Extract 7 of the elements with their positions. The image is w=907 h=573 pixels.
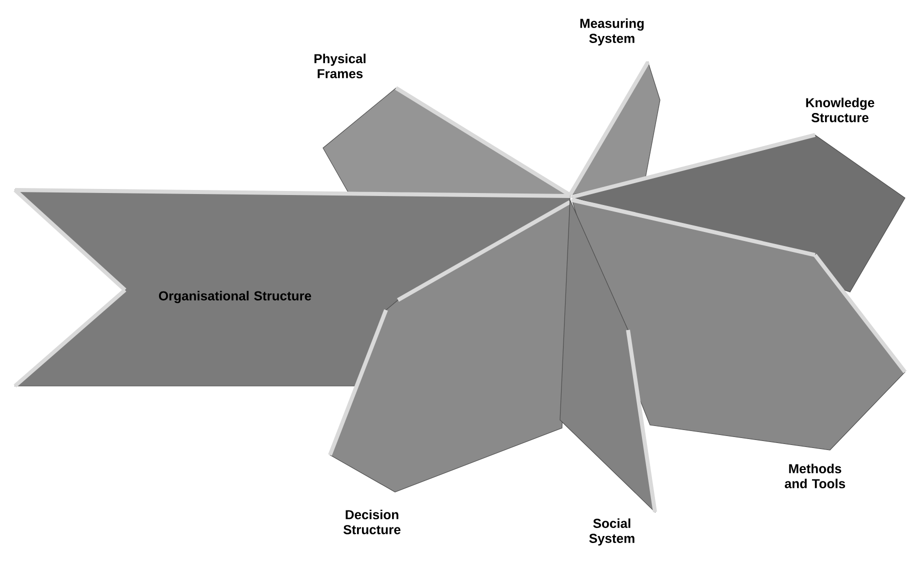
node-label: Decision Structure [343,510,400,534]
node-label: Knowledge Structure [806,98,874,122]
node-label: Measuring System [580,18,644,46]
fin-panel: Methods and Tools [572,198,907,488]
node-label: Methods and Tools [784,464,846,488]
node-label: Social System [589,518,634,546]
node-label: Physical Frames [314,54,366,78]
